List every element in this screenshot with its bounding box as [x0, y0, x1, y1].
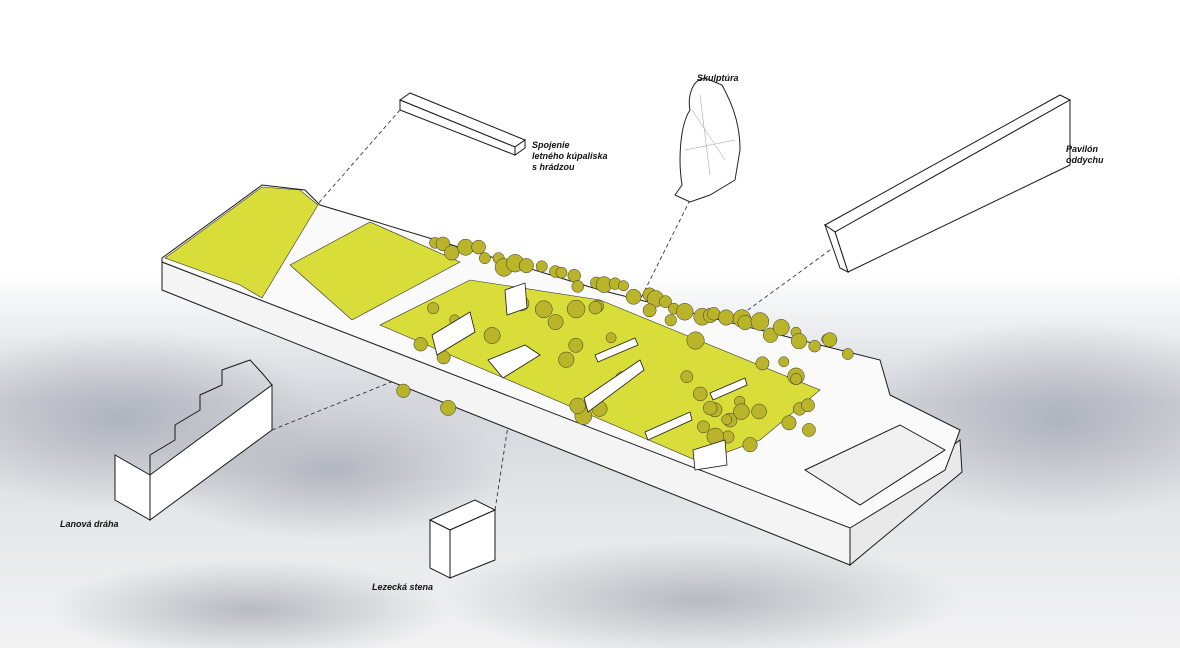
- tree: [605, 332, 617, 344]
- tree: [822, 332, 838, 348]
- label-connection: Spojenie letného kúpaliska s hrádzou: [532, 140, 608, 172]
- tree: [697, 420, 710, 434]
- tree: [721, 414, 733, 425]
- tree: [471, 239, 486, 255]
- tree: [555, 266, 568, 279]
- tree: [659, 295, 672, 308]
- pavilion-object: [824, 94, 1072, 273]
- label-pavilion: Pavilón oddychu: [1066, 144, 1104, 165]
- label-rope-course: Lanová dráha: [60, 519, 119, 529]
- tree: [751, 403, 767, 420]
- tree: [618, 280, 629, 292]
- tree: [547, 314, 564, 330]
- tree: [642, 303, 657, 318]
- tree: [567, 269, 581, 283]
- tree: [742, 437, 758, 453]
- tree: [680, 370, 694, 384]
- tree: [676, 303, 694, 321]
- tree: [750, 312, 770, 331]
- tree: [534, 300, 553, 319]
- tree: [808, 340, 821, 353]
- connection-object: [398, 92, 527, 156]
- tree: [664, 314, 677, 327]
- tree: [440, 399, 457, 416]
- green-roof: [289, 221, 461, 321]
- green-hill: [164, 186, 319, 299]
- tree: [801, 398, 815, 413]
- tree: [841, 348, 854, 360]
- sculpture-object: [674, 77, 741, 203]
- tree: [518, 258, 534, 274]
- tree: [772, 319, 790, 336]
- tree: [571, 280, 585, 293]
- tree: [568, 337, 584, 353]
- tree: [625, 288, 642, 305]
- tree: [457, 238, 474, 256]
- tree: [733, 403, 750, 420]
- tree: [569, 397, 586, 415]
- tree: [790, 373, 803, 385]
- tree: [802, 423, 816, 437]
- tree: [692, 386, 708, 402]
- tree: [791, 333, 808, 350]
- tree: [781, 415, 797, 431]
- climbing-wall-object: [428, 499, 497, 579]
- label-climbing-wall: Lezecká stena: [372, 582, 434, 592]
- label-sculpture: Skulptúra: [697, 73, 739, 83]
- tree: [413, 337, 428, 352]
- tree: [703, 400, 718, 416]
- tree: [755, 356, 770, 371]
- tree: [588, 301, 603, 315]
- rope-course-object: [114, 359, 273, 521]
- tree: [778, 356, 790, 368]
- tree: [396, 383, 411, 398]
- tree: [737, 314, 753, 331]
- tree: [566, 299, 586, 319]
- greenery: [164, 186, 821, 463]
- tree: [427, 302, 440, 315]
- tree: [483, 327, 501, 344]
- tree: [558, 351, 575, 368]
- tree: [444, 245, 460, 261]
- park-pavilions: [431, 282, 748, 471]
- trees: [396, 236, 854, 453]
- tree: [718, 309, 735, 326]
- tree: [478, 252, 491, 265]
- tree: [686, 331, 705, 350]
- tree: [535, 260, 548, 273]
